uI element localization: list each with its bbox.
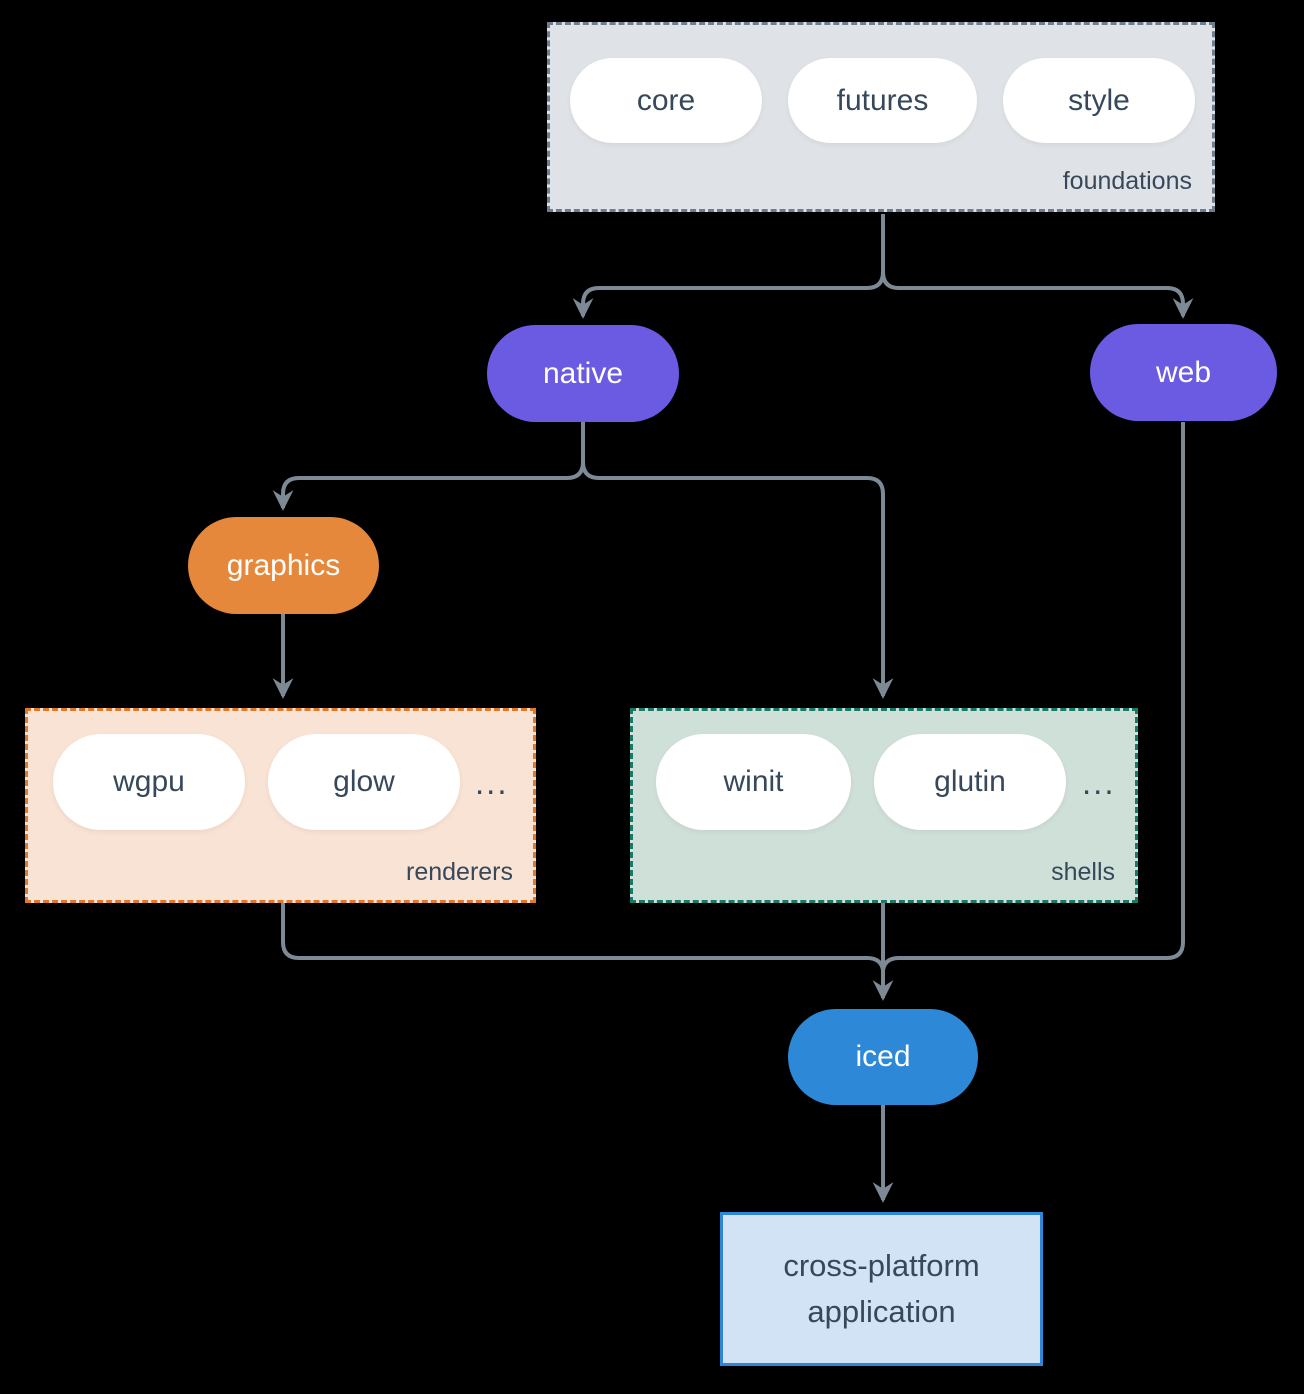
node-iced: iced <box>788 1009 978 1105</box>
edge-native-shells <box>581 461 894 699</box>
edge-foundations-web <box>881 271 1194 319</box>
shells-ellipsis: ... <box>1082 764 1116 801</box>
node-web: web <box>1090 324 1277 421</box>
renderers-group: wgpu glow ... renderers <box>25 708 536 903</box>
node-native: native <box>487 325 679 422</box>
renderers-group-label: renderers <box>406 858 513 886</box>
node-style-label: style <box>1068 83 1130 117</box>
edge-native-graphics <box>272 461 585 511</box>
node-futures-label: futures <box>836 83 929 117</box>
foundations-group-label: foundations <box>1062 167 1192 195</box>
node-glutin: glutin <box>874 734 1066 830</box>
node-iced-label: iced <box>855 1040 911 1073</box>
node-glutin-label: glutin <box>934 765 1006 798</box>
shells-group-label: shells <box>1051 858 1115 886</box>
node-wgpu-label: wgpu <box>113 765 185 798</box>
node-winit: winit <box>656 734 851 830</box>
node-native-label: native <box>542 356 624 390</box>
edge-renderers-merge <box>281 903 885 971</box>
application-label-line2: application <box>807 1294 956 1329</box>
foundations-group: core futures style foundations <box>547 22 1215 212</box>
application-label-line1: cross-platform <box>783 1247 980 1283</box>
node-graphics: graphics <box>188 517 379 614</box>
node-style: style <box>1003 58 1195 143</box>
node-futures: futures <box>788 58 977 143</box>
node-glow: glow <box>268 734 460 830</box>
edge-web-merge <box>881 422 1185 971</box>
node-winit-label: winit <box>723 765 784 798</box>
node-web-label: web <box>1155 355 1212 389</box>
node-application: cross-platform application <box>720 1212 1043 1366</box>
node-wgpu: wgpu <box>53 734 245 830</box>
node-core-label: core <box>636 83 696 117</box>
shells-group: winit glutin ... shells <box>630 708 1138 903</box>
node-core: core <box>570 58 762 143</box>
node-graphics-label: graphics <box>226 548 341 582</box>
node-glow-label: glow <box>333 765 395 798</box>
edge-foundations-native <box>572 271 885 319</box>
renderers-ellipsis: ... <box>475 764 509 801</box>
